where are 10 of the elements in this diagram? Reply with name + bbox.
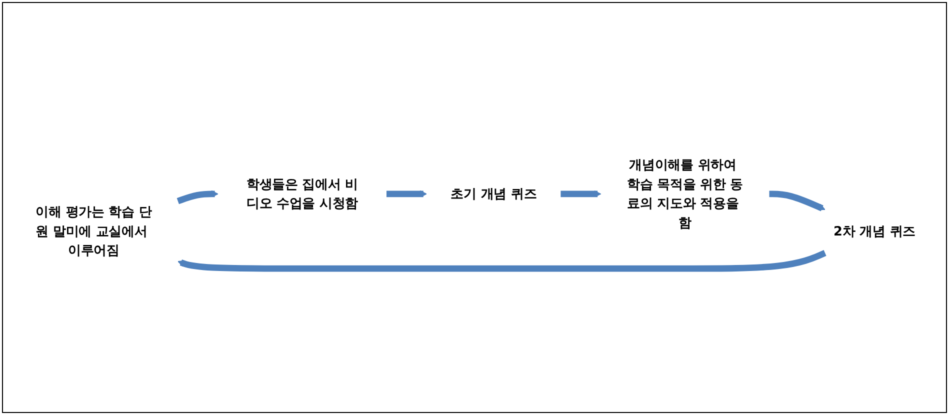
node-text: 2차 개념 퀴즈 <box>833 222 916 238</box>
arrow <box>178 250 826 272</box>
arrow <box>176 190 218 204</box>
node-text: 학생들은 집에서 비디오 수업을 시청함 <box>246 176 358 211</box>
arrow <box>560 190 602 198</box>
node-text: 초기 개념 퀴즈 <box>450 186 537 201</box>
node-text: 개념이해를 위하여 학습 목적을 위한 동료의 지도와 적용을 함 <box>626 156 744 230</box>
node-text: 이해 평가는 학습 단원 말미에 교실에서 이루어짐 <box>36 204 152 258</box>
arrow <box>386 190 427 198</box>
arrow <box>769 190 826 211</box>
